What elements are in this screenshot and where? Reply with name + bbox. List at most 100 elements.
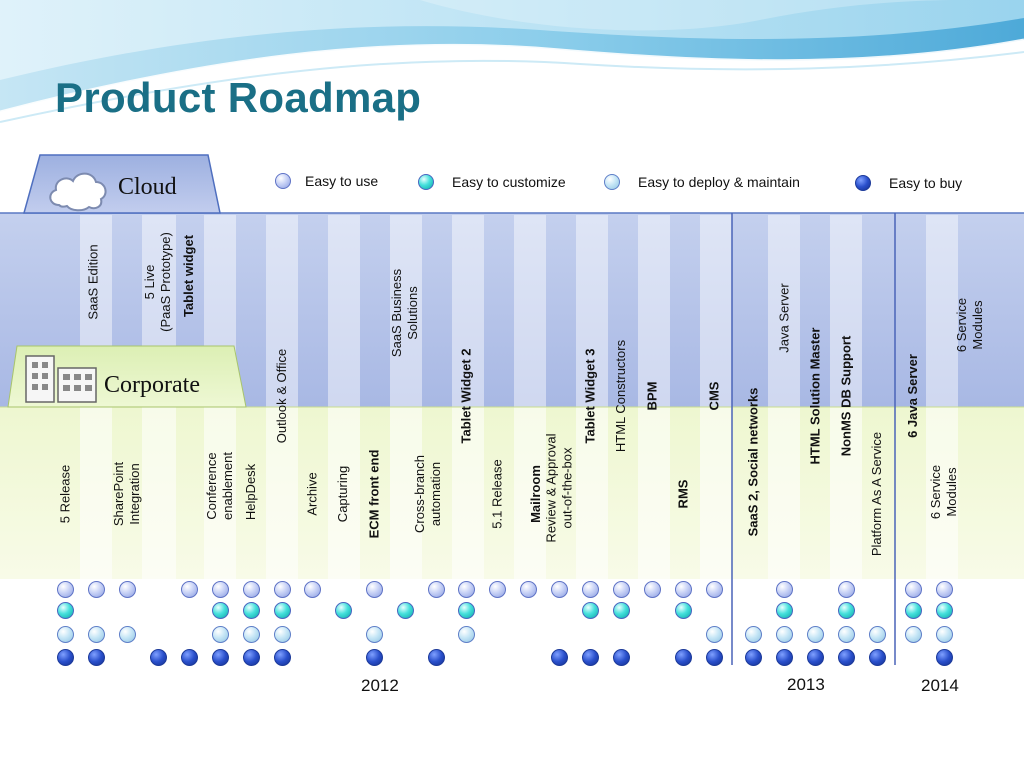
easy-to-customize-dot — [274, 602, 291, 619]
easy-to-use-dot — [776, 581, 793, 598]
page-title: Product Roadmap — [55, 74, 422, 121]
easy-to-deploy-dot — [869, 626, 886, 643]
building-icon — [25, 355, 97, 403]
corporate-column-stripe — [514, 407, 546, 579]
cloud-feature-label: NonMS DB Support — [837, 335, 853, 457]
cloud-feature-label: Tablet Widget 3 — [581, 348, 597, 444]
easy-to-use-dot — [706, 581, 723, 598]
corporate-column-stripe — [204, 407, 236, 579]
easy-to-customize-dot — [335, 602, 352, 619]
corporate-feature-label: 5.1 Release — [489, 459, 505, 529]
easy-to-use-dot — [936, 581, 953, 598]
easy-to-use-dot — [489, 581, 506, 598]
legend-label: Easy to buy — [889, 175, 963, 191]
corporate-column-stripe — [926, 407, 958, 579]
cloud-column-stripe — [768, 215, 800, 407]
easy-to-deploy-dot — [366, 626, 383, 643]
easy-to-customize-dot — [57, 602, 74, 619]
cloud-column-stripe — [452, 215, 484, 407]
easy-to-buy-dot — [88, 649, 105, 666]
easy-to-use-dot — [582, 581, 599, 598]
easy-to-use-dot — [181, 581, 198, 598]
cloud-column-stripe — [638, 215, 670, 407]
corporate-section-label: Corporate — [104, 372, 200, 398]
easy-to-use-dot — [613, 581, 630, 598]
easy-to-use-dot — [520, 581, 537, 598]
easy-to-deploy-dot — [807, 626, 824, 643]
easy-to-buy-dot — [551, 649, 568, 666]
easy-to-buy-dot — [150, 649, 167, 666]
easy-to-customize-dot — [212, 602, 229, 619]
legend-label: Easy to use — [305, 173, 379, 189]
lavender-ball-icon — [275, 173, 291, 189]
easy-to-deploy-dot — [905, 626, 922, 643]
corporate-feature-label: HelpDesk — [243, 463, 259, 521]
year-label-2013: 2013 — [787, 675, 825, 694]
cloud-feature-label: 6 Java Server — [904, 354, 920, 438]
cloud-column-stripe — [926, 215, 958, 407]
cloud-column-stripe — [390, 215, 422, 407]
cloud-section-label: Cloud — [118, 174, 177, 200]
easy-to-buy-dot — [366, 649, 383, 666]
legend-easy-to-customize: Easy to customize — [418, 171, 566, 193]
cloud-feature-label: Java Server — [776, 283, 792, 353]
easy-to-buy-dot — [776, 649, 793, 666]
navy-ball-icon — [855, 175, 871, 191]
year-label-2012: 2012 — [361, 676, 399, 695]
year-label-2014: 2014 — [921, 676, 959, 695]
easy-to-buy-dot — [675, 649, 692, 666]
easy-to-use-dot — [243, 581, 260, 598]
corporate-feature-label: Platform As A Service — [869, 431, 885, 557]
easy-to-customize-dot — [458, 602, 475, 619]
cloud-feature-label: HTML Constructors — [613, 339, 629, 453]
corporate-feature-label: ECM front end — [365, 449, 381, 539]
easy-to-customize-dot — [243, 602, 260, 619]
easy-to-buy-dot — [243, 649, 260, 666]
easy-to-use-dot — [838, 581, 855, 598]
cloud-feature-label: Tablet widget — [181, 234, 197, 318]
legend-label: Easy to deploy & maintain — [638, 174, 800, 190]
corporate-column-stripe — [80, 407, 112, 579]
corporate-column-stripe — [142, 407, 176, 579]
cloud-feature-label: 5 Live(PaaS Prototype) — [141, 232, 173, 332]
corporate-feature-label: Capturing — [335, 465, 351, 523]
easy-to-deploy-dot — [88, 626, 105, 643]
corporate-feature-label: 5 Release — [56, 464, 72, 524]
easy-to-buy-dot — [428, 649, 445, 666]
legend-easy-to-buy: Easy to buy — [855, 172, 962, 194]
easy-to-buy-dot — [57, 649, 74, 666]
cloud-column-stripe — [830, 215, 862, 407]
corporate-feature-label: Archive — [304, 472, 320, 516]
cloud-column-stripe — [328, 215, 360, 407]
easy-to-deploy-dot — [838, 626, 855, 643]
easy-to-customize-dot — [905, 602, 922, 619]
easy-to-use-dot — [274, 581, 291, 598]
easy-to-deploy-dot — [745, 626, 762, 643]
easy-to-deploy-dot — [776, 626, 793, 643]
corporate-column-stripe — [390, 407, 422, 579]
cloud-icon — [49, 172, 107, 212]
easy-to-use-dot — [675, 581, 692, 598]
easy-to-use-dot — [366, 581, 383, 598]
cloud-column-stripe — [514, 215, 546, 407]
easy-to-customize-dot — [838, 602, 855, 619]
cloud-column-stripe — [266, 215, 298, 407]
easy-to-use-dot — [88, 581, 105, 598]
easy-to-use-dot — [644, 581, 661, 598]
easy-to-deploy-dot — [706, 626, 723, 643]
cloud-feature-label: Tablet Widget 2 — [457, 348, 473, 444]
cloud-feature-label: CMS — [705, 381, 721, 411]
easy-to-customize-dot — [582, 602, 599, 619]
corporate-column-stripe — [768, 407, 800, 579]
easy-to-buy-dot — [869, 649, 886, 666]
easy-to-buy-dot — [838, 649, 855, 666]
cloud-feature-label: Outlook & Office — [274, 348, 290, 444]
easy-to-buy-dot — [212, 649, 229, 666]
easy-to-use-dot — [428, 581, 445, 598]
